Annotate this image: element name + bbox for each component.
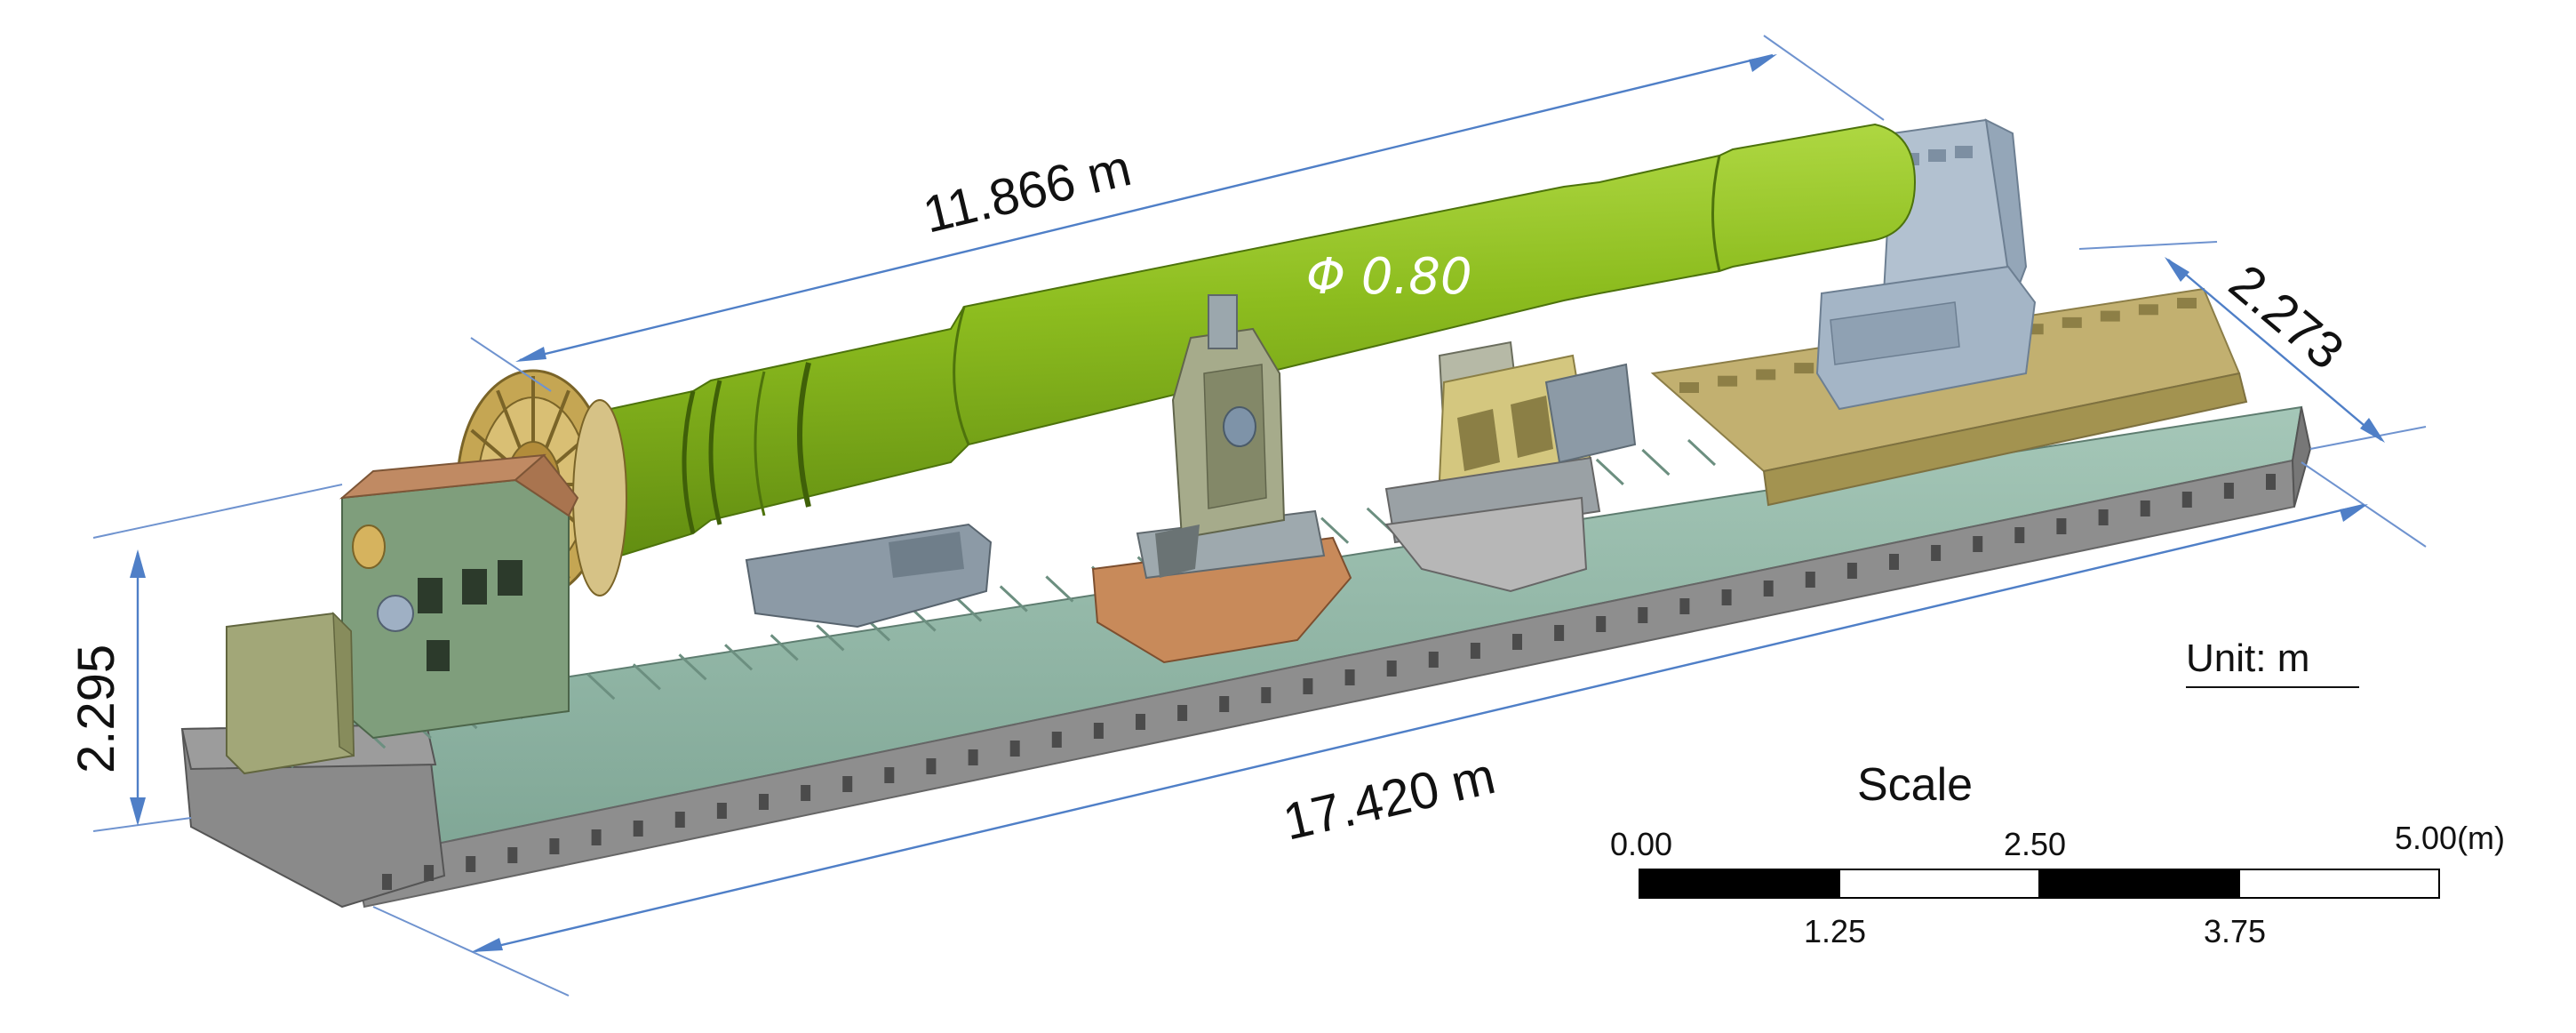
bed-slot (1638, 607, 1648, 623)
rack-tooth (632, 663, 661, 691)
scale-label-1-25: 1.25 (1804, 913, 1866, 949)
rack-tooth (1595, 458, 1624, 485)
scale-label-2-50: 2.50 (2004, 826, 2066, 862)
bed-slot (2056, 518, 2067, 534)
rack-tooth (1641, 448, 1671, 476)
rest-bed-slot (1756, 369, 1776, 380)
workpiece-length-label: 11.866 m (918, 139, 1136, 244)
bed-slot (884, 767, 895, 783)
bed-width-label: 2.273 (2219, 253, 2355, 380)
rest-bed-slot (2177, 298, 2197, 308)
height-label: 2.295 (68, 645, 125, 773)
scale-bar: Scale 0.00 2.50 5.00(m) 1.25 3.75 (1610, 759, 2505, 949)
bed-slot (2266, 474, 2276, 490)
rack-tooth (586, 673, 616, 701)
bed-slot (968, 749, 978, 765)
scale-segment-3 (2038, 869, 2240, 899)
scale-label-3-75: 3.75 (2204, 913, 2266, 949)
bed-slot (1721, 589, 1732, 605)
bed-slot (1177, 705, 1188, 721)
bed-length-label: 17.420 m (1278, 747, 1500, 852)
scale-title: Scale (1857, 759, 1973, 811)
scale-segment-1 (1639, 869, 1840, 899)
bed-slot (759, 794, 769, 810)
bed-slot (1846, 563, 1857, 579)
bed-slot (1889, 554, 1899, 570)
steady-rest (1384, 340, 1637, 593)
bed-slot (842, 776, 853, 792)
bed-slot (382, 874, 392, 890)
scale-segment-2 (1838, 869, 2040, 899)
rack-tooth (999, 585, 1028, 613)
rest-bed-slot (1794, 363, 1814, 374)
rack-tooth (1045, 575, 1074, 603)
bed-slot (1763, 581, 1774, 597)
rest-bed-slot (1679, 382, 1699, 393)
bed-slot (1973, 536, 1983, 552)
face-plate-spoke (470, 428, 512, 465)
bed-slot (2098, 509, 2109, 525)
bed-slot (1051, 732, 1062, 748)
bed-slot (2223, 483, 2234, 499)
bed-slot (591, 829, 602, 845)
bed-slot (1093, 723, 1104, 739)
shaft-support (745, 523, 993, 629)
bed-slot (466, 856, 476, 872)
bed-slot (2014, 527, 2025, 543)
bed-slot (801, 785, 811, 801)
bed-slot (1136, 714, 1145, 730)
bed-slot (1470, 643, 1480, 659)
bed-slot (1554, 625, 1565, 641)
bed-slot (1009, 741, 1020, 757)
bed-slot (633, 821, 643, 837)
bed-slot (716, 803, 727, 819)
rack-tooth (953, 595, 983, 622)
bed-slot (424, 865, 435, 881)
bed-slot (549, 838, 560, 854)
bed-slot (1261, 687, 1272, 703)
rest-bed-slot (1718, 375, 1738, 387)
scale-label-5: 5.00(m) (2395, 820, 2505, 856)
bed-slot (1344, 669, 1355, 685)
bed-slot (1679, 598, 1690, 614)
bed-slot (2140, 500, 2150, 516)
bed-slot (1219, 696, 1230, 712)
bed-slot (1596, 616, 1607, 632)
rack-tooth (816, 624, 845, 652)
bed-slot (1386, 661, 1397, 677)
rack-tooth (770, 634, 799, 661)
bed-slot (1512, 634, 1522, 650)
scale-segment-4 (2238, 869, 2440, 899)
rack-tooth (1687, 438, 1717, 467)
dimension-height: 2.295 (68, 484, 343, 832)
rack-tooth (1320, 516, 1350, 544)
face-plate-spoke (545, 389, 570, 449)
headstock (339, 453, 579, 740)
bed-slot (926, 758, 937, 774)
unit-label: Unit: m (2186, 637, 2309, 680)
control-cabinet (226, 612, 355, 775)
bed-slot (507, 847, 518, 863)
rack-tooth (724, 644, 754, 671)
carriage (1091, 294, 1352, 664)
bed-slot (1805, 572, 1815, 588)
bed-slot (674, 812, 685, 828)
rest-bed-slot (2062, 316, 2082, 328)
unit-note: Unit: m (2186, 637, 2359, 688)
diameter-label: Φ 0.80 (1306, 248, 1472, 306)
bed-slot (1931, 545, 1942, 561)
scale-label-0: 0.00 (1610, 826, 1672, 862)
rack-tooth (678, 653, 707, 681)
rest-bed-slot (2100, 310, 2120, 322)
rest-bed-slot (2138, 304, 2158, 316)
bed-slot (1428, 652, 1439, 668)
bed-slots (382, 474, 2276, 890)
tailstock (1815, 118, 2037, 411)
bed-slot (2181, 492, 2192, 508)
face-plate-spoke (496, 389, 522, 449)
bed-slot (1303, 678, 1313, 694)
